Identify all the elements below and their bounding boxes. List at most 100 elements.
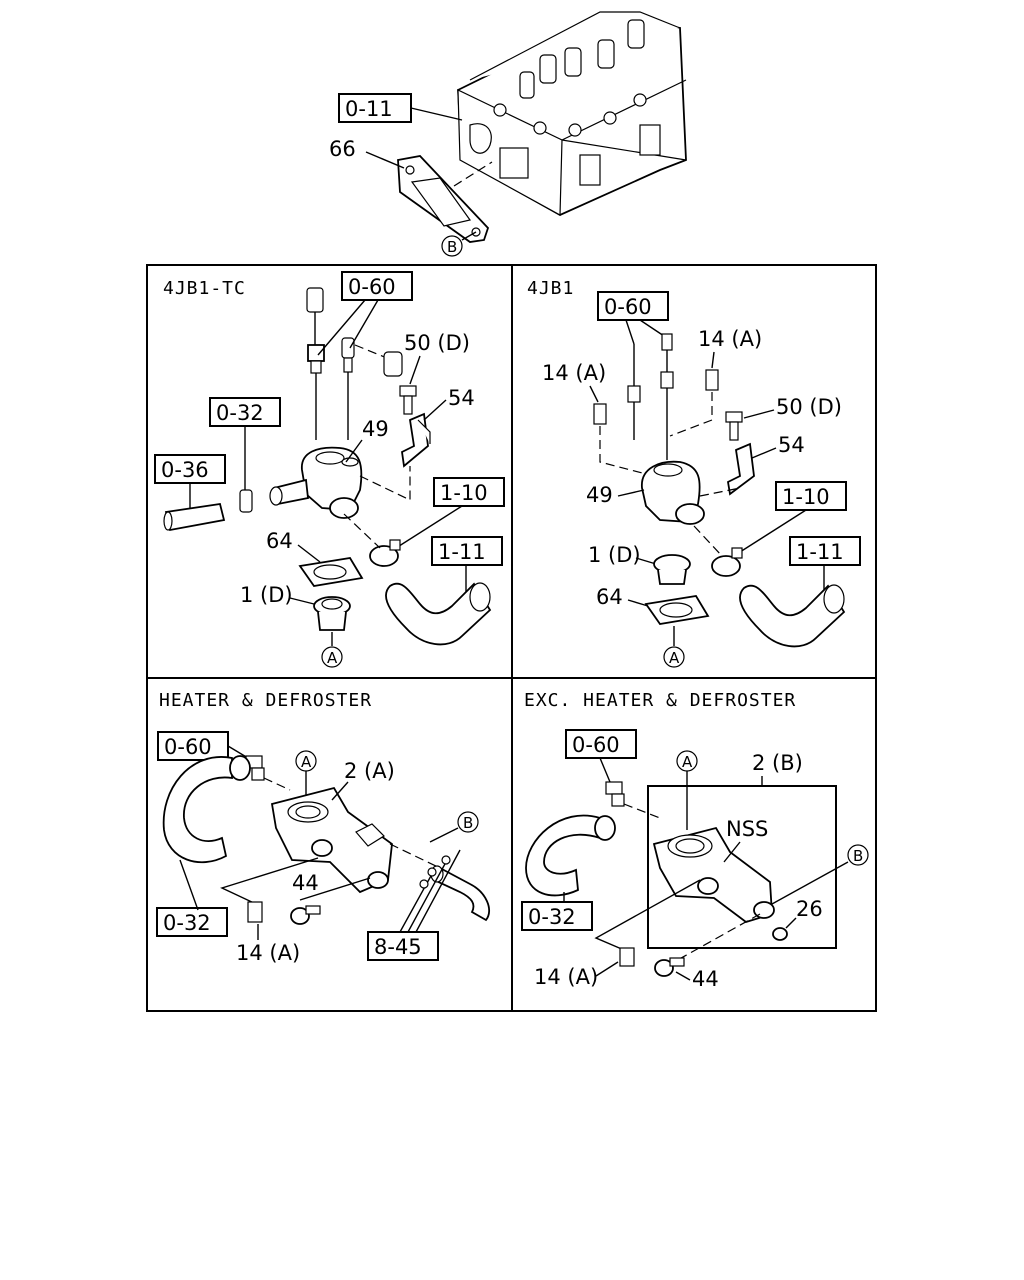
bracket-54-icon (401, 412, 431, 468)
ref-box-1-11-b[interactable]: 1-11 (789, 536, 861, 566)
callout-14a-left: 14 (A) (542, 361, 606, 385)
svg-text:0-60: 0-60 (604, 295, 652, 319)
svg-text:1-11: 1-11 (796, 540, 844, 564)
bolt-14a-icon (247, 901, 263, 923)
radiator-hose-icon (385, 582, 492, 646)
temperature-sensor-icon (306, 287, 325, 440)
cylinder-head-illustration (457, 11, 687, 217)
svg-text:0-32: 0-32 (528, 905, 576, 929)
panel-title: 4JB1-TC (163, 278, 246, 299)
sensor-pair-icon (627, 333, 674, 460)
callout-49: 49 (362, 417, 389, 441)
panel-title: HEATER & DEFROSTER (159, 690, 372, 711)
callout-14a: 14 (A) (534, 965, 598, 989)
ref-box-1-10-b[interactable]: 1-10 (775, 481, 847, 511)
heater-hose-icon (162, 755, 251, 864)
callout-nss: NSS (726, 817, 768, 841)
callout-14a-top: 14 (A) (698, 327, 762, 351)
ref-box-1-11-a[interactable]: 1-11 (431, 536, 503, 566)
circle-b-engine: B (441, 235, 463, 257)
ref-box-0-36[interactable]: 0-36 (154, 454, 226, 484)
callout-54: 54 (448, 386, 475, 410)
circle-b-heater: B (457, 811, 479, 833)
hose-0-36-icon (163, 502, 226, 532)
bolt-44-icon (290, 905, 321, 925)
callout-44: 44 (292, 871, 319, 895)
ref-box-8-45[interactable]: 8-45 (367, 931, 439, 961)
panel-heater-defroster: HEATER & DEFROSTER 0-60 0-32 A (156, 690, 491, 965)
callout-14a: 14 (A) (236, 941, 300, 965)
ref-box-0-11[interactable]: 0-11 (338, 93, 412, 123)
hose-clamp-icon (711, 547, 743, 577)
svg-text:0-32: 0-32 (163, 911, 211, 935)
panel-title: 4JB1 (527, 278, 574, 299)
radiator-hose-icon (739, 584, 846, 648)
ref-box-0-60-d[interactable]: 0-60 (565, 729, 637, 759)
water-outlet-2a-icon (270, 786, 393, 894)
gasket-64-icon (644, 595, 710, 625)
bolt-14a-icon (705, 369, 719, 391)
svg-text:1-10: 1-10 (782, 485, 830, 509)
svg-text:A: A (301, 753, 312, 771)
svg-text:0-60: 0-60 (348, 275, 396, 299)
callout-2b: 2 (B) (752, 751, 803, 775)
bracket-54-icon (727, 442, 755, 496)
svg-text:0-32: 0-32 (216, 401, 264, 425)
svg-text:1-10: 1-10 (440, 481, 488, 505)
svg-text:A: A (327, 649, 338, 667)
heater-hose-icon (525, 814, 616, 897)
panel-4jb1: 4JB1 0-60 14 (A) 14 (A) 50 (D) 54 (527, 278, 861, 668)
svg-text:B: B (853, 847, 863, 865)
circle-a-4jb1tc: A (321, 646, 343, 668)
callout-2a: 2 (A) (344, 759, 395, 783)
ref-box-0-32-b[interactable]: 0-32 (156, 907, 228, 937)
bolt-50d-icon (399, 385, 417, 415)
hose-fitting-icon (239, 489, 253, 513)
callout-64: 64 (596, 585, 623, 609)
nss-assembly-box (647, 785, 837, 949)
svg-text:A: A (682, 753, 693, 771)
svg-text:0-11: 0-11 (345, 97, 393, 121)
ref-box-0-60-c[interactable]: 0-60 (157, 731, 229, 761)
svg-text:0-60: 0-60 (164, 735, 212, 759)
bolt-14a-icon (593, 403, 607, 425)
svg-text:0-60: 0-60 (572, 733, 620, 757)
ref-box-0-32-c[interactable]: 0-32 (521, 901, 593, 931)
bolt-44-icon (654, 957, 685, 977)
bolt-14a-icon (619, 947, 635, 967)
circle-a-exc: A (676, 750, 698, 772)
gasket-66 (397, 155, 490, 243)
thermostat-housing-49-icon (641, 460, 705, 525)
callout-50d: 50 (D) (404, 331, 470, 355)
gasket-64-icon (298, 557, 364, 587)
circle-a-4jb1: A (663, 646, 685, 668)
ref-box-0-60-a[interactable]: 0-60 (341, 271, 413, 301)
panel-title: EXC. HEATER & DEFROSTER (524, 690, 796, 711)
callout-50d: 50 (D) (776, 395, 842, 419)
hose-clamp-icon (369, 539, 401, 567)
svg-text:8-45: 8-45 (374, 935, 422, 959)
svg-text:0-36: 0-36 (161, 458, 209, 482)
callout-26: 26 (796, 897, 823, 921)
ref-box-0-60-b[interactable]: 0-60 (597, 291, 669, 321)
thermo-switch-icon (341, 337, 403, 440)
callout-66: 66 (329, 137, 356, 161)
water-outlet-2b-icon (652, 826, 775, 923)
bolt-50d-icon (725, 411, 743, 441)
panel-4jb1-tc: 4JB1-TC 0-60 50 (D) (154, 271, 505, 668)
ref-box-0-32-a[interactable]: 0-32 (209, 397, 281, 427)
callout-54: 54 (778, 433, 805, 457)
callout-64: 64 (266, 529, 293, 553)
callout-44: 44 (692, 967, 719, 991)
panel-grid (146, 264, 877, 1012)
svg-text:A: A (669, 649, 680, 667)
ref-box-1-10-a[interactable]: 1-10 (433, 477, 505, 507)
svg-text:1-11: 1-11 (438, 540, 486, 564)
panel-exc-heater-defroster: EXC. HEATER & DEFROSTER 0-60 0-32 2 (B) … (521, 690, 869, 991)
callout-1d: 1 (D) (240, 583, 293, 607)
circle-b-exc: B (847, 844, 869, 866)
plug-26-icon (772, 927, 788, 941)
thermostat-1d-icon (653, 554, 691, 585)
hose-clip-icon (419, 855, 451, 889)
